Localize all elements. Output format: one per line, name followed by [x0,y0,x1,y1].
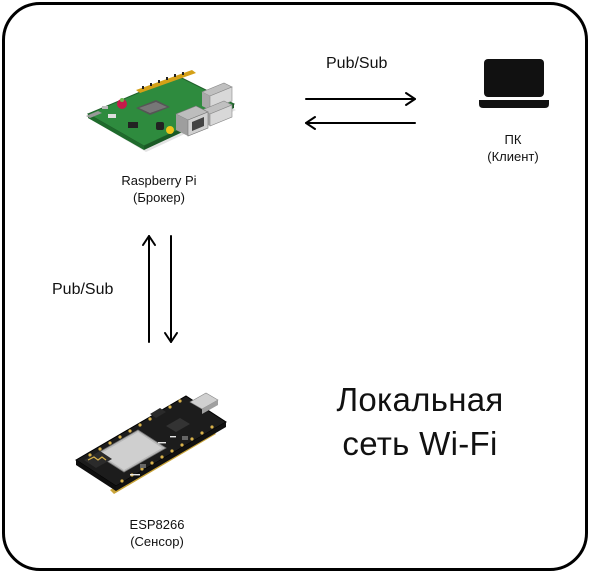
network-label-line1: Локальная [336,381,504,418]
broker-client-link-label: Pub/Sub [326,55,388,72]
broker-sensor-link-label: Pub/Sub [52,281,114,298]
sensor-name: ESP8266 [129,517,185,532]
esp8266-board-icon [75,392,227,494]
network-label: Локальная сеть Wi-Fi [310,378,530,466]
sensor-role: (Сенсор) [130,534,184,549]
broker-role: (Брокер) [133,190,185,205]
laptop-icon [479,59,549,108]
client-label: ПК (Клиент) [470,131,556,165]
client-name: ПК [504,132,522,147]
network-label-line2: сеть Wi-Fi [342,425,498,462]
client-role: (Клиент) [487,149,539,164]
sensor-label: ESP8266 (Сенсор) [104,516,210,550]
raspberry-pi-board-icon [86,70,236,152]
broker-label: Raspberry Pi (Брокер) [100,172,218,206]
broker-client-arrows [305,92,416,130]
network-boundary [2,2,588,571]
broker-sensor-arrows [142,235,178,343]
broker-name: Raspberry Pi [121,173,197,188]
